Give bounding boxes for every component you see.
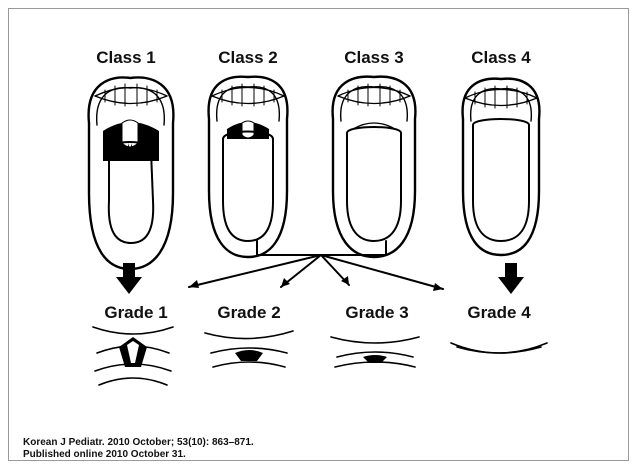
mouth-class-1	[89, 77, 174, 269]
class-3-label: Class 3	[344, 48, 404, 67]
larynx-grade-2	[205, 331, 293, 367]
citation-line-1: Korean J Pediatr. 2010 October; 53(10): …	[23, 437, 254, 449]
grade-3-label: Grade 3	[345, 303, 408, 322]
larynx-grade-4	[451, 343, 547, 353]
larynx-grade-3	[331, 337, 419, 367]
citation: Korean J Pediatr. 2010 October; 53(10): …	[23, 437, 254, 461]
mouth-class-3	[333, 77, 416, 257]
mallampati-diagram: Class 1 Class 2 Class 3 Class 4	[9, 9, 629, 461]
grade-1-label: Grade 1	[104, 303, 167, 322]
figure-frame: Class 1 Class 2 Class 3 Class 4	[8, 8, 629, 461]
grade-2-label: Grade 2	[217, 303, 280, 322]
grade-4-label: Grade 4	[467, 303, 531, 322]
class-1-label: Class 1	[96, 48, 156, 67]
arrow-class4-grade4	[498, 263, 524, 294]
larynx-grade-1	[93, 327, 173, 385]
class-4-label: Class 4	[471, 48, 531, 67]
citation-line-2: Published online 2010 October 31.	[23, 449, 254, 461]
mouth-class-4	[463, 79, 540, 255]
class-2-label: Class 2	[218, 48, 278, 67]
mouth-class-2	[209, 77, 288, 257]
